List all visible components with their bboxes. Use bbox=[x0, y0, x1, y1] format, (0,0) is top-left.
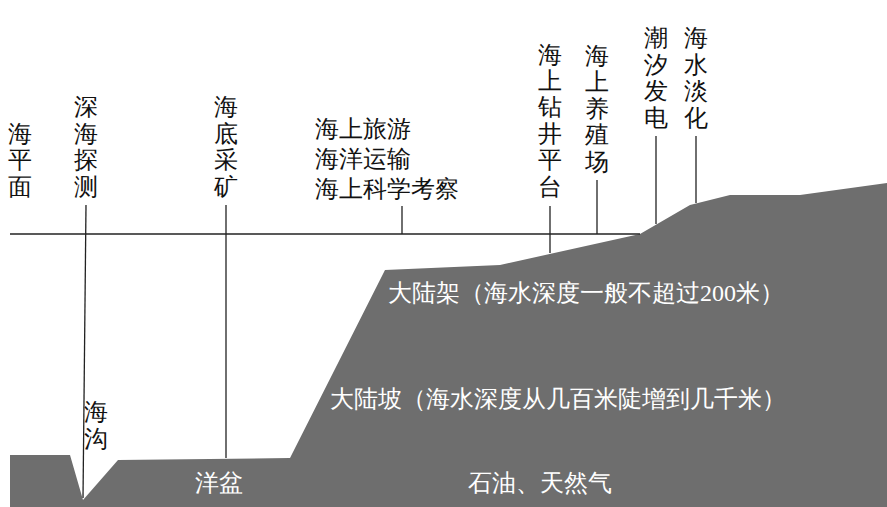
seabed-profile bbox=[10, 183, 887, 507]
activity-label: 潮汐发电 bbox=[644, 25, 668, 131]
leader-line bbox=[549, 206, 550, 253]
zone-label: 大陆架（海水深度一般不超过200米） bbox=[388, 280, 784, 306]
sea-level-label: 海平面 bbox=[8, 121, 32, 200]
activity-label: 海上养殖场 bbox=[585, 43, 609, 175]
leader-line bbox=[695, 136, 696, 203]
zone-label: 海沟 bbox=[84, 399, 108, 452]
activity-label: 海上旅游 bbox=[315, 116, 411, 142]
activity-label: 海上钻井平台 bbox=[538, 42, 562, 200]
activity-label: 海上科学考察 bbox=[315, 176, 459, 202]
leader-line bbox=[401, 206, 402, 234]
activity-label: 海洋运输 bbox=[315, 146, 411, 172]
leader-line bbox=[225, 205, 226, 458]
leader-line bbox=[655, 136, 656, 224]
leader-line bbox=[83, 205, 86, 498]
leader-lines bbox=[83, 136, 696, 498]
activity-label: 深海探测 bbox=[74, 94, 98, 200]
activity-label: 海底采矿 bbox=[214, 94, 238, 200]
sea-level-line bbox=[10, 233, 640, 235]
zone-label: 洋盆 bbox=[195, 470, 243, 496]
resource-label: 石油、天然气 bbox=[468, 470, 612, 496]
leader-line bbox=[596, 180, 597, 234]
activity-label: 海水淡化 bbox=[684, 25, 708, 131]
zone-label: 大陆坡（海水深度从几百米陡增到几千米） bbox=[330, 386, 786, 412]
